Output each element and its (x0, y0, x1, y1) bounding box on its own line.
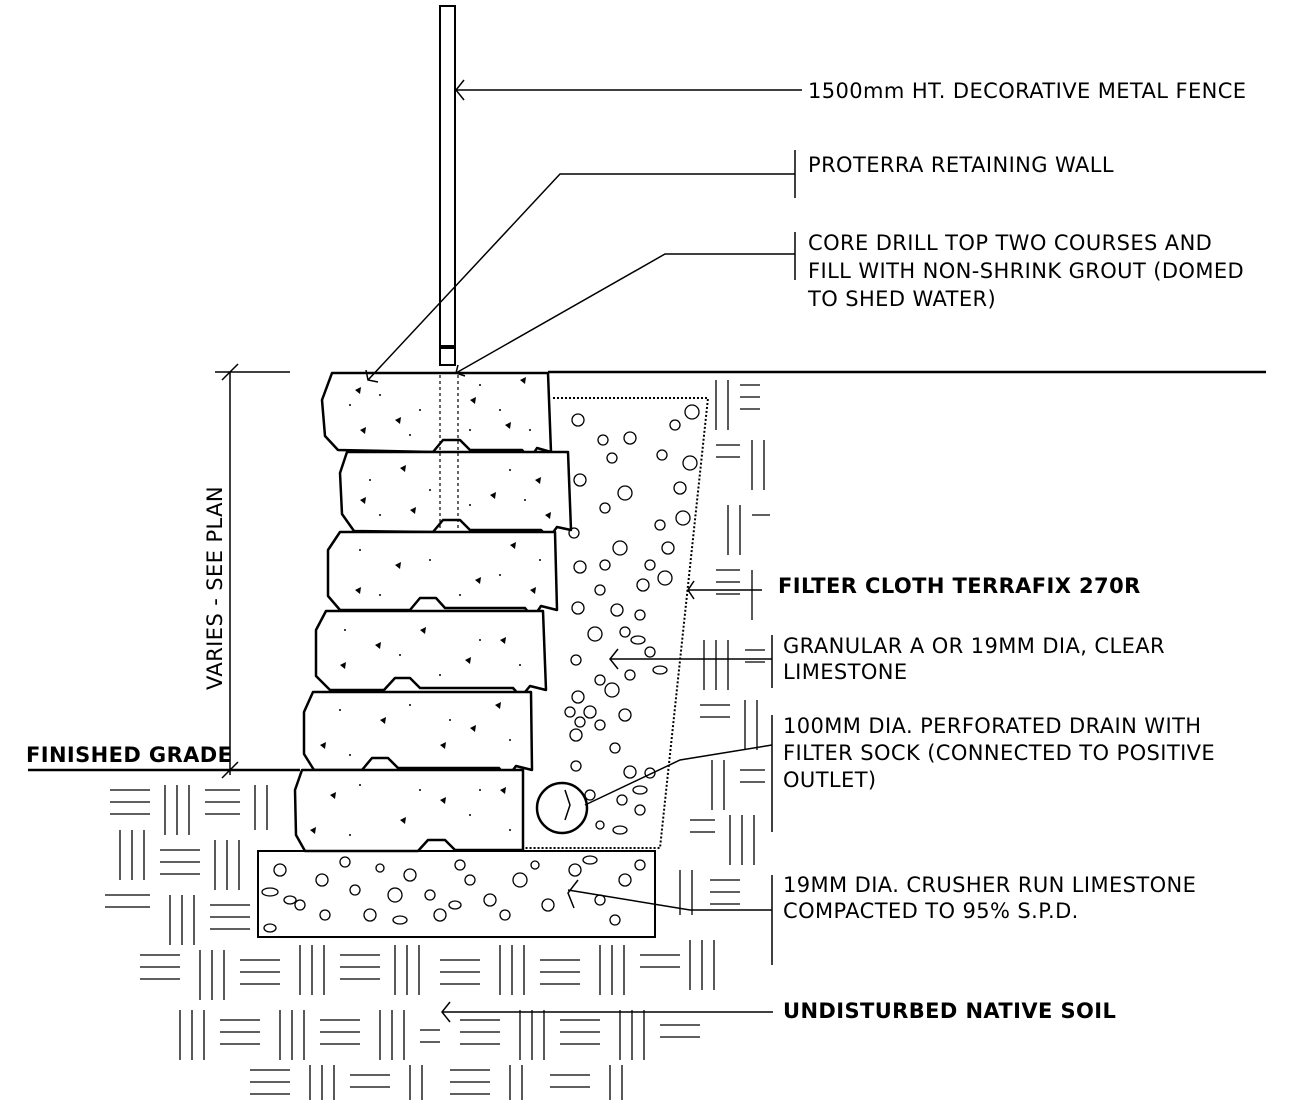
label-granular-2: LIMESTONE (783, 660, 908, 684)
label-crusher-1: 19MM DIA. CRUSHER RUN LIMESTONE (783, 873, 1196, 897)
wall-block-5 (302, 690, 534, 780)
clear-stone-drainage (522, 397, 710, 849)
label-crusher-2: COMPACTED TO 95% S.P.D. (783, 899, 1079, 923)
grout-core (439, 375, 459, 530)
wall-block-4 (314, 609, 548, 699)
label-core-drill-2: FILL WITH NON-SHRINK GROUT (DOMED (808, 259, 1244, 283)
label-drain-3: OUTLET) (783, 768, 877, 792)
height-dimension (215, 363, 290, 779)
label-drain-2: FILTER SOCK (CONNECTED TO POSITIVE (783, 741, 1215, 765)
label-filter-cloth: FILTER CLOTH TERRAFIX 270R (778, 574, 1141, 598)
leader-lines (365, 79, 802, 1023)
retained-soil-hatch (679, 380, 770, 915)
height-dim-text: VARIES - SEE PLAN (203, 486, 227, 690)
filter-cloth (522, 397, 710, 849)
crusher-run-base (257, 850, 656, 938)
block-aggregate-speckle (310, 377, 551, 836)
wall-block-6 (293, 768, 525, 853)
label-granular-1: GRANULAR A OR 19MM DIA, CLEAR (783, 634, 1165, 658)
wall-block-1 (320, 371, 553, 461)
wall-block-2 (338, 450, 573, 540)
label-drain-1: 100MM DIA. PERFORATED DRAIN WITH (783, 714, 1202, 738)
label-native-soil: UNDISTURBED NATIVE SOIL (783, 999, 1116, 1023)
retaining-wall-blocks (293, 371, 573, 853)
label-retaining-wall: PROTERRA RETAINING WALL (808, 153, 1114, 177)
perforated-drain-pipe (535, 781, 589, 835)
label-finished-grade: FINISHED GRADE (26, 743, 232, 767)
label-fence: 1500mm HT. DECORATIVE METAL FENCE (808, 79, 1246, 103)
native-soil-hatch (105, 785, 715, 1100)
label-core-drill-3: TO SHED WATER) (807, 287, 996, 311)
fence-post (439, 5, 456, 366)
wall-block-3 (326, 530, 559, 620)
label-core-drill-1: CORE DRILL TOP TWO COURSES AND (808, 231, 1212, 255)
